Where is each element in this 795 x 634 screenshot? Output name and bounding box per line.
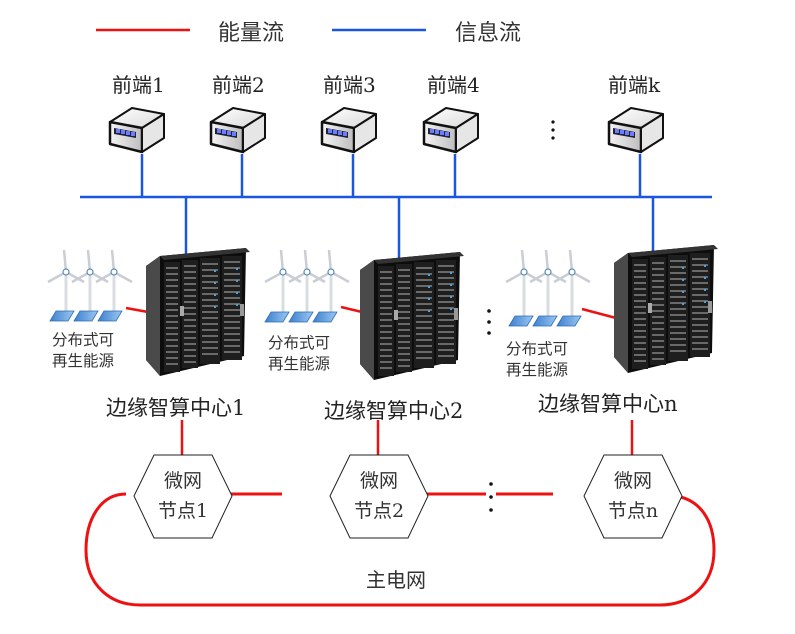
renewable-label-line2: 再生能源	[268, 355, 331, 373]
renewable-label-line2: 再生能源	[52, 352, 115, 370]
renewable-label-line1: 分布式可	[506, 340, 569, 358]
microgrid-label-line1: 微网	[359, 470, 398, 492]
center-to-microgrid-links	[180, 420, 634, 455]
server-rack-icon	[145, 247, 251, 377]
info-bus	[80, 154, 712, 262]
renewable-icon-1	[46, 248, 134, 322]
ellipsis-dots	[487, 120, 555, 512]
renewable-label-line2: 再生能源	[506, 361, 569, 379]
frontend-label-4: 前端4	[427, 73, 480, 97]
legend-energy-label: 能量流	[218, 21, 285, 46]
frontend-device-icon	[320, 106, 378, 154]
frontend-device-icon	[607, 106, 665, 154]
renewable-energy-links	[125, 305, 617, 320]
main-grid-label: 主电网	[366, 568, 426, 592]
microgrid-label-1: 微网 节点1	[148, 466, 218, 526]
frontend-label-3: 前端3	[323, 73, 376, 97]
microgrid-label-n: 微网 节点n	[598, 466, 668, 526]
microgrid-node-2	[329, 454, 429, 539]
renewable-label-line1: 分布式可	[52, 331, 115, 349]
microgrid-label-line2: 节点2	[353, 500, 405, 522]
server-rack-icon	[613, 244, 719, 374]
renewable-label-line1: 分布式可	[268, 334, 331, 352]
microgrid-node-1	[133, 454, 233, 539]
frontend-device-icon	[422, 106, 480, 154]
microgrid-label-2: 微网 节点2	[344, 466, 414, 526]
renewable-icon-n	[504, 248, 592, 327]
edge-center-label-n: 边缘智算中心n	[538, 392, 678, 416]
microgrid-node-n	[583, 454, 683, 539]
renewable-label-n: 分布式可 再生能源	[506, 339, 568, 381]
microgrid-label-line2: 节点n	[607, 500, 659, 522]
edge-center-label-1: 边缘智算中心1	[106, 396, 246, 420]
frontend-device-icon	[209, 106, 267, 154]
frontend-label-2: 前端2	[212, 73, 265, 97]
frontend-label-k: 前端k	[608, 73, 661, 97]
renewable-label-2: 分布式可 再生能源	[268, 333, 330, 375]
frontend-label-1: 前端1	[112, 73, 165, 97]
frontend-device-icon	[108, 106, 166, 154]
renewable-icon-2	[263, 248, 351, 323]
microgrid-label-line1: 微网	[613, 470, 652, 492]
microgrid-label-line2: 节点1	[157, 500, 209, 522]
microgrid-label-line1: 微网	[163, 470, 202, 492]
edge-center-label-2: 边缘智算中心2	[324, 399, 464, 423]
renewable-label-1: 分布式可 再生能源	[52, 330, 114, 372]
server-rack-icon	[359, 251, 465, 381]
legend-info-label: 信息流	[455, 21, 522, 46]
